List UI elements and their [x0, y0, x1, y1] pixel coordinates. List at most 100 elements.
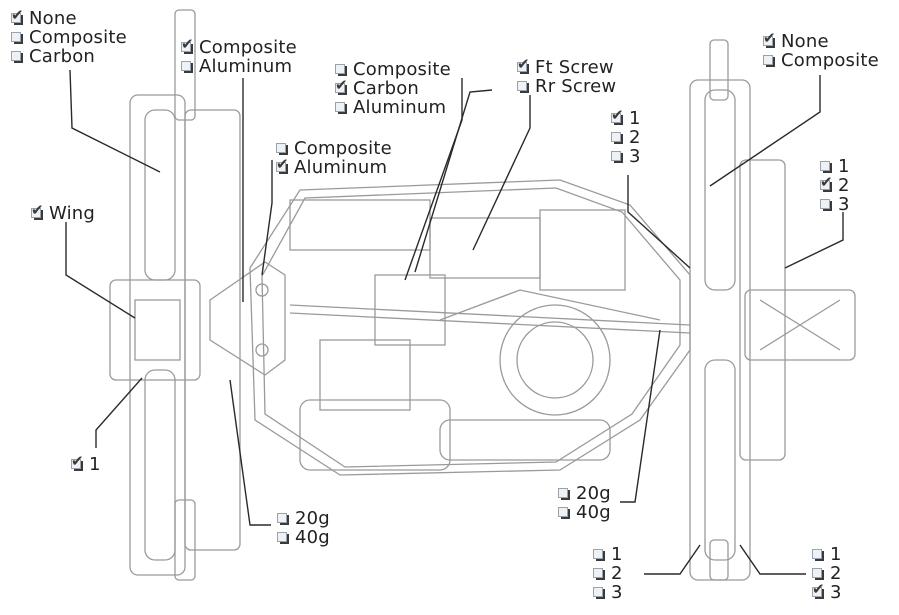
option-label: 40g [576, 502, 611, 523]
rear-hub-left-option[interactable]: 1 [592, 544, 623, 565]
checked-checkbox-icon[interactable]: ✔ [811, 581, 825, 600]
rear-hub-left-option[interactable]: 2 [592, 563, 623, 584]
front-wing-option[interactable]: Composite [10, 27, 127, 48]
rear-shock-pos-option[interactable]: ✔2 [819, 174, 850, 196]
option-label: Carbon [353, 78, 420, 99]
rear-upper-pos-option[interactable]: ✔1 [610, 107, 641, 129]
option-label: None [781, 31, 829, 52]
option-label: Composite [353, 59, 451, 80]
checked-checkbox-icon[interactable]: ✔ [70, 453, 84, 472]
option-label: Composite [781, 50, 879, 71]
front-wing-option[interactable]: Carbon [10, 46, 127, 67]
checkmark-icon: ✔ [181, 34, 194, 53]
front-tower-option[interactable]: ✔Composite [180, 36, 297, 58]
checkmark-icon: ✔ [763, 28, 776, 47]
empty-checkbox-icon[interactable] [334, 63, 348, 77]
front-brace [209, 261, 286, 376]
checkmark-icon: ✔ [11, 5, 24, 24]
pipe [299, 399, 451, 471]
empty-checkbox-icon[interactable] [610, 131, 624, 145]
option-label: 1 [830, 544, 842, 565]
empty-checkbox-icon[interactable] [275, 142, 289, 156]
wing-option[interactable]: ✔ Wing [30, 202, 96, 224]
empty-checkbox-icon[interactable] [276, 531, 290, 545]
checkmark-icon: ✔ [335, 75, 348, 94]
rear-weight-option[interactable]: 40g [557, 502, 611, 523]
empty-checkbox-icon[interactable] [592, 567, 606, 581]
checkmark-icon: ✔ [31, 200, 44, 219]
empty-checkbox-icon[interactable] [811, 567, 825, 581]
rear-shock-pos-option[interactable]: 3 [819, 194, 850, 215]
option-label: 3 [830, 582, 842, 603]
empty-checkbox-icon[interactable] [557, 506, 571, 520]
option-label: 2 [611, 563, 623, 584]
front-wing-option[interactable]: ✔None [10, 7, 127, 29]
option-label: 2 [629, 127, 641, 148]
checked-checkbox-icon[interactable]: ✔ [819, 174, 833, 193]
checkmark-icon: ✔ [517, 54, 530, 73]
rear-weight-option[interactable]: 20g [557, 483, 611, 504]
rear-wing-option[interactable]: ✔ None [762, 30, 879, 52]
checkmark-icon: ✔ [276, 154, 289, 173]
empty-checkbox-icon[interactable] [180, 60, 194, 74]
radio-tray-option[interactable]: Composite [334, 59, 451, 80]
checked-checkbox-icon[interactable]: ✔ [516, 56, 530, 75]
rear-hub-left-option[interactable]: 3 [592, 582, 623, 603]
empty-checkbox-icon[interactable] [610, 150, 624, 164]
radio-tray-option[interactable]: ✔ Carbon [334, 77, 451, 99]
option-label: 1 [611, 544, 623, 565]
option-label: 1 [629, 108, 641, 129]
rear-arm-assy [689, 79, 751, 581]
checked-checkbox-icon[interactable]: ✔ [275, 156, 289, 175]
rear-shock-pos-option[interactable]: 1 [819, 156, 850, 177]
empty-checkbox-icon[interactable] [819, 160, 833, 174]
rear-upper-pos-option[interactable]: 2 [610, 127, 641, 148]
empty-checkbox-icon[interactable] [811, 548, 825, 562]
brace-option[interactable]: ✔Aluminum [275, 156, 392, 178]
leader-lines [65, 69, 844, 575]
checked-checkbox-icon[interactable]: ✔ [762, 30, 776, 49]
empty-checkbox-icon[interactable] [819, 198, 833, 212]
empty-checkbox-icon[interactable] [10, 50, 24, 64]
option-label: Rr Screw [535, 76, 617, 97]
empty-checkbox-icon[interactable] [276, 512, 290, 526]
empty-checkbox-icon[interactable] [557, 487, 571, 501]
checked-checkbox-icon[interactable]: ✔ [334, 77, 348, 96]
empty-checkbox-icon[interactable] [592, 548, 606, 562]
radio-tray-option[interactable]: Aluminum [334, 97, 451, 118]
checked-checkbox-icon[interactable]: ✔ [610, 107, 624, 126]
rear-hub-right-option[interactable]: 2 [811, 563, 842, 584]
checked-checkbox-icon[interactable]: ✔ [180, 36, 194, 55]
front-camber-option[interactable]: ✔1 [70, 453, 101, 475]
rear-wing-option[interactable]: Composite [762, 50, 879, 71]
servo-saver-option[interactable]: Rr Screw [516, 76, 617, 97]
empty-checkbox-icon[interactable] [762, 54, 776, 68]
servo-saver-option[interactable]: ✔Ft Screw [516, 56, 616, 78]
empty-checkbox-icon[interactable] [592, 586, 606, 600]
option-label: Wing [49, 203, 96, 224]
brace-option[interactable]: Composite [275, 138, 392, 159]
rear-hub-right-option[interactable]: 1 [811, 544, 842, 565]
checked-checkbox-icon[interactable]: ✔ [30, 202, 44, 221]
rear-upper-pos-option[interactable]: 3 [610, 146, 641, 167]
front-tower-option[interactable]: Aluminum [180, 56, 297, 77]
checked-checkbox-icon[interactable]: ✔ [10, 7, 24, 26]
checkmark-icon: ✔ [812, 579, 825, 598]
front-weight-option[interactable]: 40g [276, 527, 330, 548]
front-weight-option[interactable]: 20g [276, 508, 330, 529]
option-label: 3 [629, 146, 641, 167]
empty-checkbox-icon[interactable] [10, 31, 24, 45]
empty-checkbox-icon[interactable] [516, 80, 530, 94]
option-label: Aluminum [353, 97, 447, 118]
empty-checkbox-icon[interactable] [334, 101, 348, 115]
rear-hub-right-option[interactable]: ✔3 [811, 581, 842, 603]
